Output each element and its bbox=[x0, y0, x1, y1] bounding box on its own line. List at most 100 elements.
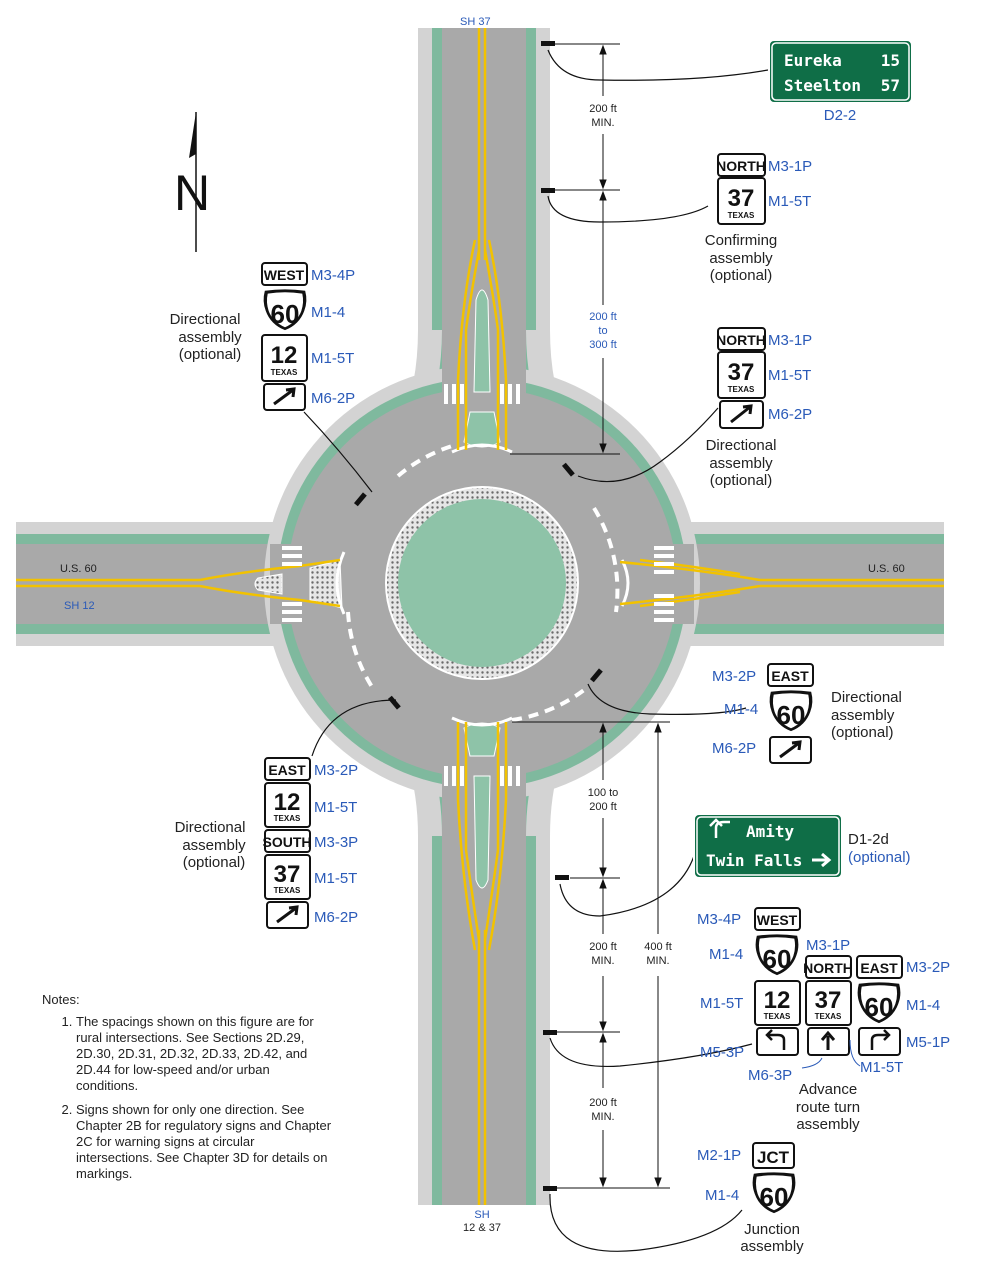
svg-text:M6-2P: M6-2P bbox=[314, 909, 358, 926]
svg-text:assembly: assembly bbox=[709, 455, 773, 472]
svg-text:NORTH: NORTH bbox=[803, 960, 853, 976]
svg-text:M1-5T: M1-5T bbox=[700, 995, 743, 1012]
svg-text:37: 37 bbox=[728, 359, 755, 386]
svg-text:EAST: EAST bbox=[268, 762, 306, 778]
svg-text:(optional): (optional) bbox=[179, 346, 242, 363]
svg-text:Directional: Directional bbox=[170, 311, 241, 328]
svg-text:Directional: Directional bbox=[831, 689, 902, 706]
svg-text:M3-4P: M3-4P bbox=[311, 267, 355, 284]
svg-text:M2-1P: M2-1P bbox=[697, 1147, 741, 1164]
north-arrow-icon bbox=[189, 112, 196, 158]
north-arrow: N bbox=[174, 112, 210, 252]
svg-text:M6-2P: M6-2P bbox=[311, 390, 355, 407]
svg-text:assembly: assembly bbox=[182, 837, 246, 854]
svg-text:(optional): (optional) bbox=[710, 267, 773, 284]
junction-assembly: JCT 60 M2-1P M1-4 Junction assembly bbox=[697, 1142, 804, 1255]
svg-text:TEXAS: TEXAS bbox=[271, 368, 298, 377]
dim-2-line2: to bbox=[598, 325, 607, 337]
svg-text:M1-5T: M1-5T bbox=[314, 870, 357, 887]
directional-assembly-ne: NORTH 37 TEXAS M3-1P M1-5T M6-2P Directi… bbox=[706, 327, 812, 489]
svg-text:(optional): (optional) bbox=[183, 854, 246, 871]
svg-text:M3-2P: M3-2P bbox=[314, 762, 358, 779]
note-item: Signs shown for only one direction. See … bbox=[76, 1102, 332, 1182]
svg-text:M3-1P: M3-1P bbox=[768, 332, 812, 349]
svg-text:M1-5T: M1-5T bbox=[314, 799, 357, 816]
svg-text:M6-2P: M6-2P bbox=[768, 406, 812, 423]
svg-text:M3-1P: M3-1P bbox=[768, 158, 812, 175]
yellow-markings bbox=[16, 28, 944, 1205]
svg-text:M3-2P: M3-2P bbox=[906, 959, 950, 976]
svg-text:M3-4P: M3-4P bbox=[697, 911, 741, 928]
central-island bbox=[398, 499, 566, 667]
west-road-label-bottom: SH 12 bbox=[64, 600, 95, 612]
south-road-label-1: SH bbox=[474, 1209, 489, 1221]
svg-text:M5-3P: M5-3P bbox=[700, 1044, 744, 1061]
svg-text:M1-5T: M1-5T bbox=[768, 367, 811, 384]
svg-text:60: 60 bbox=[865, 992, 894, 1022]
svg-text:EAST: EAST bbox=[860, 960, 898, 976]
south-road-label-2: 12 & 37 bbox=[463, 1222, 501, 1234]
diagonal-arrow-icon bbox=[273, 387, 296, 406]
svg-text:TEXAS: TEXAS bbox=[728, 211, 755, 220]
svg-text:Amity: Amity bbox=[746, 822, 795, 841]
svg-text:M1-5T: M1-5T bbox=[311, 350, 354, 367]
svg-text:(optional): (optional) bbox=[710, 472, 773, 489]
right-arrow-icon bbox=[812, 852, 832, 868]
straight-arrow-icon bbox=[820, 1030, 836, 1050]
dim-3-line1: 100 to bbox=[588, 787, 619, 799]
dim-4-line1: 200 ft bbox=[589, 941, 617, 953]
d1-2d-guide-sign: Amity Twin Falls D1-2d (optional) bbox=[693, 813, 911, 879]
dim-4-line2: MIN. bbox=[591, 955, 614, 967]
svg-text:37: 37 bbox=[728, 185, 755, 212]
svg-text:assembly: assembly bbox=[709, 250, 773, 267]
svg-text:Directional: Directional bbox=[706, 437, 777, 454]
west-road-label-top: U.S. 60 bbox=[60, 563, 97, 575]
svg-text:M1-4: M1-4 bbox=[709, 946, 743, 963]
svg-text:NORTH: NORTH bbox=[716, 332, 766, 348]
svg-text:(optional): (optional) bbox=[831, 724, 894, 741]
right-turn-arrow-icon bbox=[870, 1029, 891, 1050]
svg-text:57: 57 bbox=[881, 76, 900, 95]
dim-1-line1: 200 ft bbox=[589, 103, 617, 115]
svg-text:Steelton: Steelton bbox=[784, 76, 861, 95]
svg-text:(optional): (optional) bbox=[848, 849, 911, 866]
svg-text:assembly: assembly bbox=[740, 1238, 804, 1255]
svg-text:12: 12 bbox=[274, 789, 301, 816]
svg-text:Twin Falls: Twin Falls bbox=[706, 851, 802, 870]
advance-route-turn-assembly: WEST 60 12 TEXAS NORTH 37 TEXAS EAST 60 … bbox=[697, 907, 950, 1133]
svg-text:assembly: assembly bbox=[831, 707, 895, 724]
dim-3-line2: 200 ft bbox=[589, 801, 617, 813]
svg-text:12: 12 bbox=[764, 987, 791, 1014]
svg-text:Junction: Junction bbox=[744, 1221, 800, 1238]
svg-text:15: 15 bbox=[881, 51, 900, 70]
confirming-assembly: NORTH 37 TEXAS M3-1P M1-5T Confirming as… bbox=[705, 153, 812, 284]
svg-text:JCT: JCT bbox=[757, 1148, 790, 1167]
sign-posts bbox=[353, 41, 603, 1191]
leader-lines bbox=[303, 49, 769, 1252]
left-turn-arrow-icon bbox=[765, 1029, 786, 1050]
dimension-lines bbox=[510, 43, 670, 1189]
svg-text:D1-2d: D1-2d bbox=[848, 831, 889, 848]
d2-2-guide-sign: Eureka 15 Steelton 57 D2-2 bbox=[768, 39, 913, 124]
svg-text:TEXAS: TEXAS bbox=[274, 886, 301, 895]
svg-text:WEST: WEST bbox=[264, 267, 305, 283]
north-letter: N bbox=[174, 165, 210, 221]
dim-5-line2: MIN. bbox=[646, 955, 669, 967]
svg-text:TEXAS: TEXAS bbox=[815, 1012, 842, 1021]
svg-text:EAST: EAST bbox=[771, 668, 809, 684]
splitter-islands bbox=[254, 289, 630, 889]
svg-text:37: 37 bbox=[274, 861, 301, 888]
east-road-label: U.S. 60 bbox=[868, 563, 905, 575]
svg-text:M6-3P: M6-3P bbox=[748, 1067, 792, 1084]
yield-lines bbox=[346, 444, 620, 722]
svg-text:WEST: WEST bbox=[757, 912, 798, 928]
north-road-label: SH 37 bbox=[460, 16, 491, 28]
svg-text:assembly: assembly bbox=[796, 1116, 860, 1133]
d2-2-code: D2-2 bbox=[824, 107, 857, 124]
svg-text:M1-4: M1-4 bbox=[705, 1187, 739, 1204]
dimension-labels: 200 ft MIN. 200 ft to 300 ft 100 to 200 … bbox=[588, 103, 672, 1123]
svg-text:TEXAS: TEXAS bbox=[764, 1012, 791, 1021]
dim-1-line2: MIN. bbox=[591, 117, 614, 129]
directional-assembly-nw: WEST 60 12 TEXAS M3-4P M1-4 M1-5T M6-2P … bbox=[170, 262, 355, 411]
